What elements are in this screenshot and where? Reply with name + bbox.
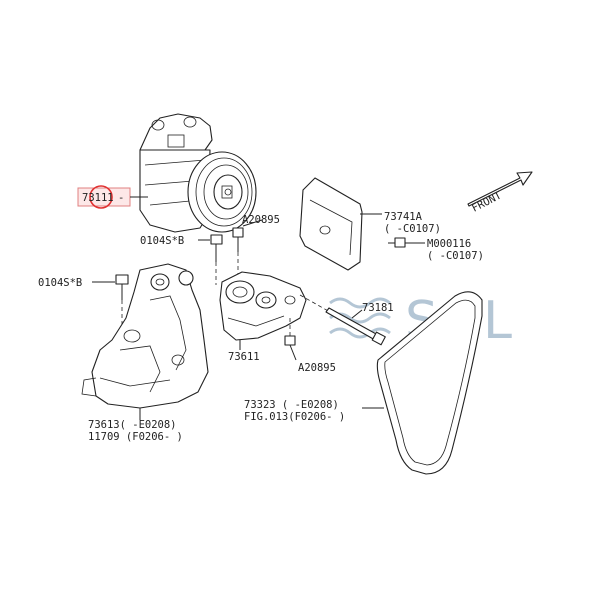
label-73741a[interactable]: 73741A — [384, 211, 423, 223]
label-73181[interactable]: 73181 — [362, 302, 394, 314]
label-a20895-top[interactable]: A20895 — [242, 214, 280, 226]
label-73613[interactable]: 73613( -E0208) — [88, 419, 177, 431]
front-arrow-label: FRONT — [470, 189, 504, 214]
belt-73323[interactable] — [376, 291, 483, 475]
bracket-73613[interactable] — [81, 263, 209, 409]
label-0104s-b-upper[interactable]: 0104S*B — [140, 235, 184, 247]
bolt-0104s-b-left[interactable] — [115, 274, 129, 325]
label-a20895-bottom[interactable]: A20895 — [298, 362, 336, 374]
bolt-0104s-b-upper[interactable] — [210, 234, 223, 285]
label-73111-suffix: - — [118, 192, 124, 204]
label-11709[interactable]: 11709 (F0206- ) — [88, 431, 183, 443]
label-0104s-b-left[interactable]: 0104S*B — [38, 277, 82, 289]
label-73741a-range: ( -C0107) — [384, 223, 441, 235]
label-73111[interactable]: 73111 — [82, 192, 114, 204]
bracket-73611[interactable] — [219, 271, 331, 341]
callout-compressor: 73111 - — [77, 185, 148, 209]
label-m000116-range: ( -C0107) — [427, 250, 484, 262]
label-73323[interactable]: 73323 ( -E0208) — [244, 399, 339, 411]
bolt-73181[interactable] — [325, 307, 386, 346]
bracket-73741a[interactable] — [299, 177, 363, 271]
compressor-73111[interactable] — [139, 113, 257, 233]
label-fig013[interactable]: FIG.013(F0206- ) — [244, 411, 345, 423]
front-arrow-icon: FRONT — [467, 171, 533, 215]
nut-m000116[interactable] — [388, 237, 406, 248]
label-73611[interactable]: 73611 — [228, 351, 260, 363]
highlight-circle — [89, 185, 113, 209]
label-m000116[interactable]: M000116 — [427, 238, 471, 250]
